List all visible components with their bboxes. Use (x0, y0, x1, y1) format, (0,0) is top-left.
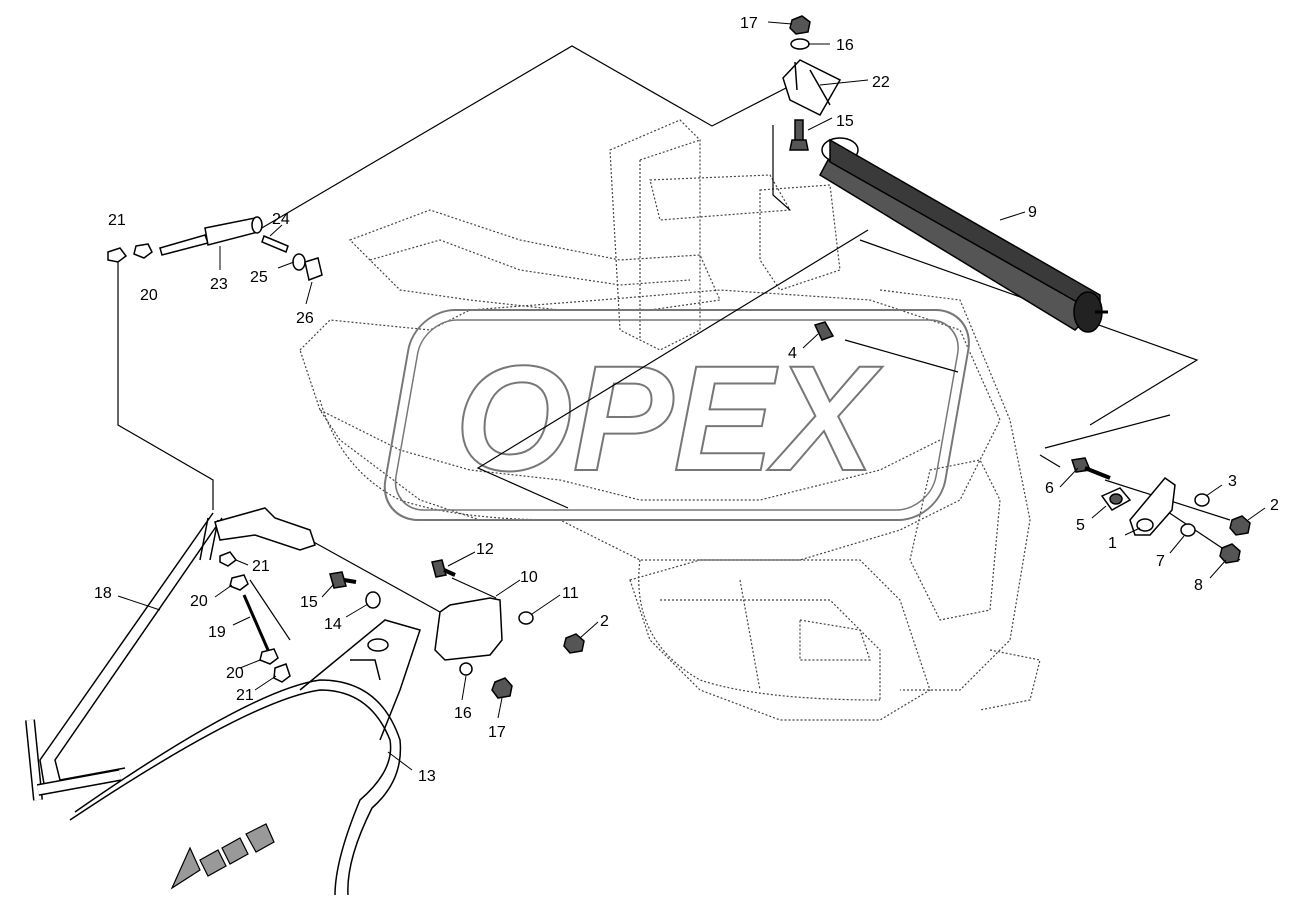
callout-16-top: 16 (836, 37, 854, 54)
part-21-fitting-low (273, 663, 291, 683)
part-7-washer (1180, 523, 1196, 537)
part-16-washer-top (790, 38, 810, 50)
callout-1: 1 (1108, 535, 1117, 552)
callout-19: 19 (208, 624, 226, 641)
callout-11: 11 (562, 585, 579, 602)
part-15-bolt-mid (329, 571, 357, 589)
callout-18: 18 (94, 585, 112, 602)
callout-21-low: 21 (236, 687, 254, 704)
part-4-bolt (813, 321, 835, 341)
part-2-nut-mid (563, 633, 585, 654)
part-18-bracket (214, 507, 316, 551)
callout-15-mid: 15 (300, 594, 318, 611)
callout-12: 12 (476, 541, 494, 558)
callout-22: 22 (872, 74, 890, 91)
callout-26: 26 (296, 310, 314, 327)
part-20-nut-mid (229, 574, 249, 591)
part-21-fitting-top (107, 247, 128, 263)
part-17-nut-top (789, 15, 811, 35)
part-3-washer (1194, 493, 1210, 507)
callout-17-low: 17 (488, 724, 506, 741)
part-22-bracket (782, 59, 842, 116)
callout-25: 25 (250, 269, 268, 286)
callout-4: 4 (788, 345, 797, 362)
callout-9: 9 (1028, 204, 1037, 221)
callout-20-mid: 20 (190, 593, 208, 610)
callout-21-mid: 21 (252, 558, 270, 575)
part-19-rod (242, 594, 270, 651)
part-5-bushing (1100, 487, 1132, 511)
part-20-nut-low (259, 648, 279, 665)
callout-17-top: 17 (740, 15, 758, 32)
part-14-bushing (365, 591, 381, 609)
part-25-washer (292, 253, 306, 271)
part-17-nut-low (491, 677, 513, 699)
part-26-sleeve (304, 257, 323, 282)
part-1-plate (1129, 476, 1176, 536)
part-18-handle (25, 512, 223, 801)
callout-2-right: 2 (1270, 497, 1279, 514)
callout-16-low: 16 (454, 705, 472, 722)
callout-10: 10 (520, 569, 538, 586)
watermark: OPEX (383, 309, 970, 521)
callout-20-low: 20 (226, 665, 244, 682)
callout-8: 8 (1194, 577, 1203, 594)
part-13-tube (69, 619, 421, 896)
direction-arrow (170, 823, 275, 890)
part-11-washer (518, 611, 534, 625)
callout-23: 23 (210, 276, 228, 293)
part-15-bolt-top (789, 119, 809, 151)
part-21-fitting-mid (219, 551, 238, 567)
callout-24: 24 (272, 211, 290, 228)
watermark-text: OPEX (455, 334, 883, 502)
part-10-plate (434, 597, 503, 661)
callout-labels: 17 16 22 15 9 21 24 20 23 25 26 4 6 3 2 … (94, 15, 1279, 785)
callout-leaders (117, 21, 1266, 771)
part-24-pin (261, 234, 289, 254)
callout-15-top: 15 (836, 113, 854, 130)
part-16-washer-low (459, 662, 473, 676)
part-20-nut-top (133, 243, 153, 259)
part-8-nut (1219, 543, 1241, 564)
part-23-cylinder (159, 216, 263, 256)
part-12-bolt (431, 559, 456, 578)
callout-6: 6 (1045, 480, 1054, 497)
part-6-bolt (1071, 457, 1111, 480)
callout-20-top: 20 (140, 287, 158, 304)
callout-3: 3 (1228, 473, 1237, 490)
part-2-nut-right (1229, 515, 1251, 536)
callout-14: 14 (324, 616, 342, 633)
part-9-roller (819, 137, 1108, 333)
callout-13: 13 (418, 768, 436, 785)
callout-7: 7 (1156, 553, 1165, 570)
callout-21-top: 21 (108, 212, 126, 229)
callout-5: 5 (1076, 517, 1085, 534)
callout-2-mid: 2 (600, 613, 609, 630)
